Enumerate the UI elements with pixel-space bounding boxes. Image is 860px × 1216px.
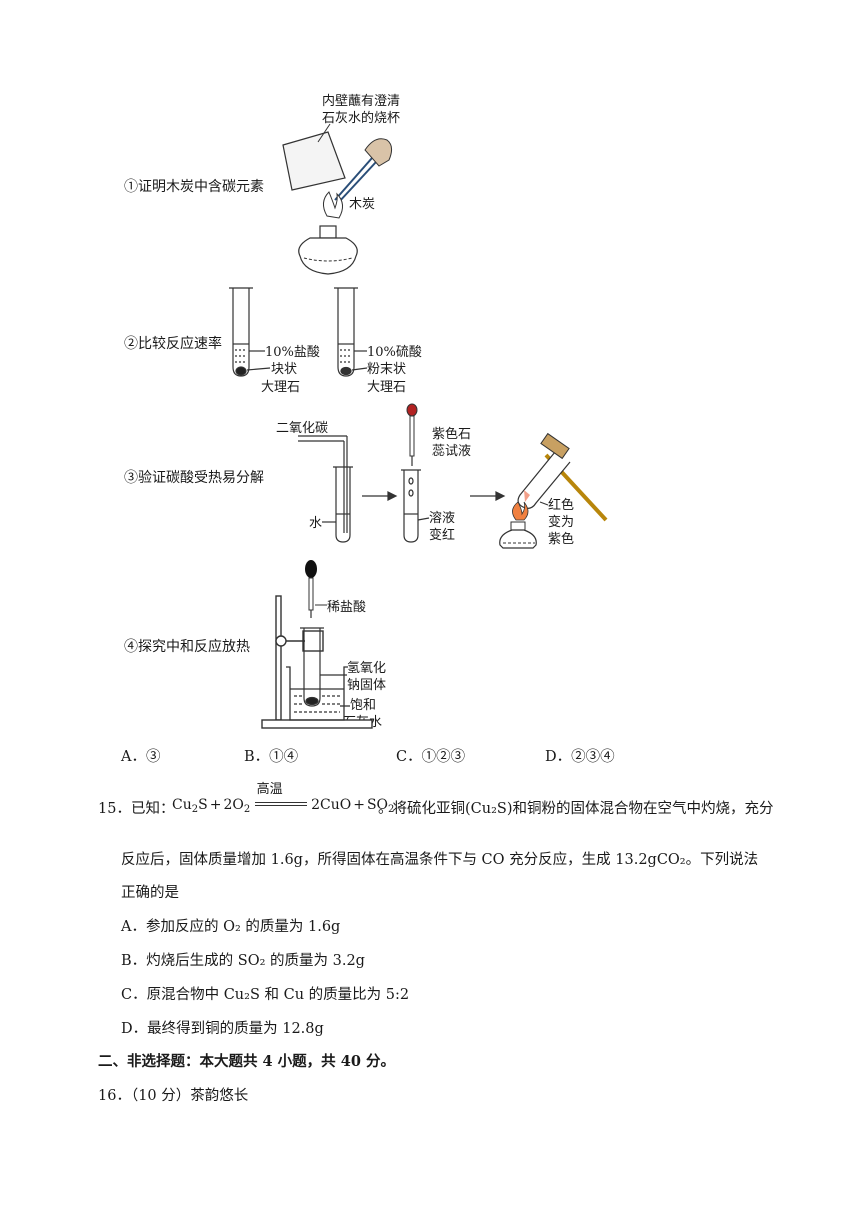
e2-tube2 [334, 287, 368, 377]
e3-litmus-label1: 紫色石 [432, 427, 472, 442]
e3-red-label1: 溶液 [429, 511, 456, 526]
e3-tube-water [322, 466, 353, 543]
q16-title: 16．（10 分）茶韵悠长 [98, 1088, 249, 1104]
q15-text: 。将硫化亚铜(Cu₂S)和铜粉的固体混合物在空气中灼烧，充分 [378, 801, 774, 817]
section-2-heading: 二、非选择题：本大题共 4 小题，共 40 分。 [98, 1053, 395, 1070]
e3-arrow-1-icon [362, 491, 398, 501]
e3-flame [512, 501, 529, 521]
e1-beaker-label-line2: 石灰水的烧杯 [322, 111, 401, 126]
e2-test-tubes-diagram [229, 287, 368, 377]
e3-red-label2: 变红 [429, 528, 456, 543]
e3-change-label3: 紫色 [548, 532, 575, 547]
q14-option-d[interactable]: D．②③④ [545, 749, 615, 765]
e4-lime-label1: 饱和 [350, 698, 377, 713]
e4-caption: ④探究中和反应放热 [124, 639, 250, 655]
e4-hcl-label: 稀盐酸 [327, 600, 367, 615]
e3-change-label2: 变为 [548, 515, 575, 530]
e3-caption: ③验证碳酸受热易分解 [124, 470, 264, 486]
e4-beaker [286, 666, 350, 721]
e2-tube2-solid-label2: 大理石 [367, 380, 407, 395]
e2-tube1-solid-label1: 块状 [271, 362, 298, 377]
e3-apparatus-diagram [298, 403, 608, 549]
e2-tube1-acid-label: 10%盐酸 [265, 345, 320, 360]
q15-option-c[interactable]: C．原混合物中 Cu₂S 和 Cu 的质量比为 5:2 [121, 987, 410, 1003]
e3-change-label1: 红色 [548, 498, 575, 513]
q15-line3: 正确的是 [121, 885, 179, 901]
e4-apparatus-diagram [261, 560, 373, 729]
q15-equation: Cu2S+2O2 高温 2CuO+SO2 [172, 782, 394, 815]
e2-tube1-solid-label2: 大理石 [261, 380, 301, 395]
q14-option-a[interactable]: A．③ [121, 749, 161, 765]
e4-iron-stand [261, 595, 373, 729]
e1-apparatus-diagram [282, 123, 393, 275]
q15-condition: 高温 [256, 782, 283, 797]
e2-caption: ②比较反应速率 [124, 336, 222, 352]
e1-inverted-beaker [282, 131, 346, 191]
q14-option-b[interactable]: B．①④ [244, 749, 299, 765]
e3-heated-tube [517, 432, 608, 522]
e2-tube1 [229, 287, 271, 377]
e3-litmus-label2: 蕊试液 [432, 444, 472, 459]
e2-tube2-solid-label1: 粉末状 [367, 362, 407, 377]
e1-caption: ①证明木炭中含碳元素 [124, 179, 264, 195]
e1-beaker-label-line1: 内壁蘸有澄清 [322, 94, 401, 109]
q15-option-a[interactable]: A．参加反应的 O₂ 的质量为 1.6g [121, 919, 341, 935]
e4-naoh-label2: 钠固体 [347, 678, 387, 693]
e1-charcoal-label: 木炭 [349, 197, 376, 212]
e3-arrow-2-icon [470, 491, 506, 501]
e3-water-label: 水 [309, 516, 323, 531]
e4-naoh-label1: 氢氧化 [347, 661, 387, 676]
q15-number: 15．已知： [98, 801, 175, 817]
e4-test-tube [300, 627, 347, 707]
q15-option-b[interactable]: B．灼烧后生成的 SO₂ 的质量为 3.2g [121, 953, 365, 969]
e3-gas-tube [298, 435, 348, 533]
q15-line2: 反应后，固体质量增加 1.6g，所得固体在高温条件下与 CO 充分反应，生成 1… [121, 852, 759, 868]
e2-tube2-acid-label: 10%硫酸 [367, 345, 422, 360]
e3-dropper [406, 403, 418, 466]
e3-tube-red [401, 469, 430, 543]
q14-option-c[interactable]: C．①②③ [396, 749, 466, 765]
q15-option-d[interactable]: D．最终得到铜的质量为 12.8g [121, 1021, 324, 1037]
e1-tongs-hand [334, 157, 377, 204]
e3-co2-label: 二氧化碳 [276, 421, 329, 436]
